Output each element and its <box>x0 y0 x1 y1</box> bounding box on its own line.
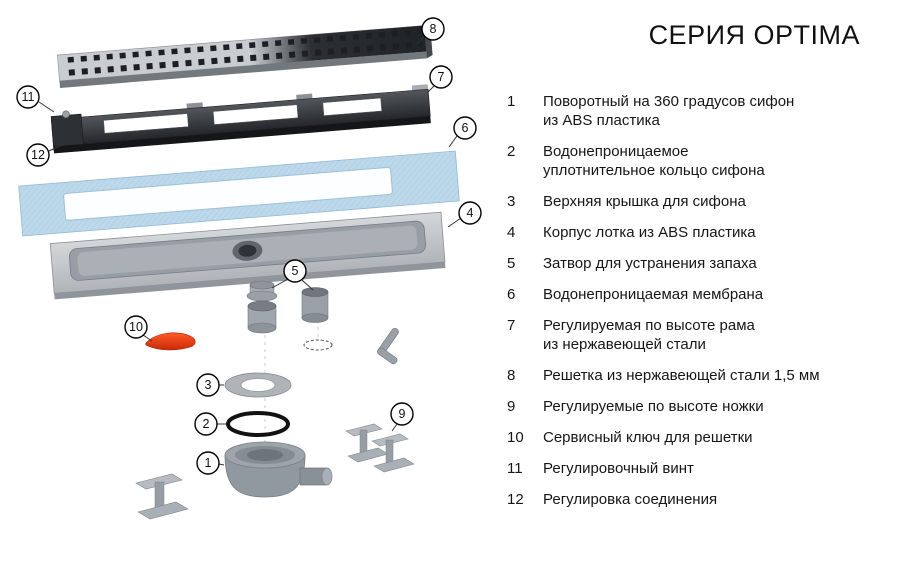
svg-text:5: 5 <box>292 264 299 278</box>
parts-list-item: 3 Верхняя крышка для сифона <box>507 192 879 211</box>
callout-3: 3 <box>196 373 220 397</box>
svg-text:4: 4 <box>467 206 474 220</box>
parts-list-item: 8 Решетка из нержавеющей стали 1,5 мм <box>507 366 879 385</box>
svg-text:1: 1 <box>205 456 212 470</box>
cover-ring-illustration <box>224 372 292 398</box>
parts-list-item: 5 Затвор для устранения запаха <box>507 254 879 273</box>
part-number: 7 <box>507 317 516 334</box>
svg-text:7: 7 <box>438 70 445 84</box>
part-number: 1 <box>507 93 516 110</box>
callout-2: 2 <box>194 412 218 436</box>
part-number: 12 <box>507 491 524 508</box>
svg-text:3: 3 <box>205 378 212 392</box>
callout-4: 4 <box>458 201 482 225</box>
part-number: 10 <box>507 429 524 446</box>
part-number: 9 <box>507 398 516 415</box>
svg-text:9: 9 <box>399 407 406 421</box>
page-title: СЕРИЯ OPTIMA <box>648 20 860 50</box>
left-foot-illustration <box>135 473 189 520</box>
part-number: 3 <box>507 193 516 210</box>
callout-11: 11 <box>16 85 40 109</box>
part-label: Корпус лотка из ABS пластика <box>543 224 756 241</box>
parts-list-item: 7 Регулируемая по высоте рама из нержаве… <box>507 316 879 354</box>
callout-7: 7 <box>429 65 453 89</box>
svg-text:8: 8 <box>430 22 437 36</box>
parts-list-item: 11 Регулировочный винт <box>507 459 879 478</box>
allen-key-illustration <box>377 327 399 365</box>
svg-text:12: 12 <box>31 148 45 162</box>
callout-9: 9 <box>390 402 414 426</box>
part-number: 8 <box>507 367 516 384</box>
part-number: 11 <box>507 460 523 477</box>
grate-illustration <box>57 25 433 88</box>
part-label: Решетка из нержавеющей стали 1,5 мм <box>543 367 820 384</box>
o-ring-illustration <box>226 411 290 437</box>
feet-illustration <box>345 423 415 473</box>
parts-list: 1 Поворотный на 360 градусов сифон из AB… <box>507 92 879 521</box>
part-label: Регулируемая по высоте рама из нержавеющ… <box>543 317 755 353</box>
part-label: Затвор для устранения запаха <box>543 255 757 272</box>
parts-list-item: 4 Корпус лотка из ABS пластика <box>507 223 879 242</box>
siphon-illustration <box>224 441 333 498</box>
guide-lines <box>264 300 319 448</box>
part-label: Регулировка соединения <box>543 491 718 508</box>
part-label: Верхняя крышка для сифона <box>543 193 746 210</box>
parts-list-item: 12 Регулировка соединения <box>507 490 879 509</box>
service-key-illustration <box>145 332 196 351</box>
membrane-illustration <box>18 150 460 237</box>
tray-illustration <box>49 211 446 300</box>
svg-text:10: 10 <box>129 320 143 334</box>
svg-text:2: 2 <box>203 417 210 431</box>
part-label: Регулируемые по высоте ножки <box>543 398 764 415</box>
part-label: Поворотный на 360 градусов сифон из ABS … <box>543 93 795 129</box>
part-label: Регулировочный винт <box>543 460 694 477</box>
part-label: Водонепроницаемое уплотнительное кольцо … <box>543 143 765 179</box>
part-number: 2 <box>507 143 516 160</box>
callout-10: 10 <box>124 315 148 339</box>
part-number: 4 <box>507 224 516 241</box>
callout-1: 1 <box>196 451 220 475</box>
callout-5: 5 <box>283 259 307 283</box>
parts-list-item: 2 Водонепроницаемое уплотнительное кольц… <box>507 142 879 180</box>
frame-illustration <box>50 84 431 154</box>
parts-list-item: 1 Поворотный на 360 градусов сифон из AB… <box>507 92 879 130</box>
part-label: Водонепроницаемая мембрана <box>543 286 764 303</box>
part-number: 5 <box>507 255 516 272</box>
svg-text:6: 6 <box>462 121 469 135</box>
odour-trap-illustration <box>246 280 333 351</box>
callout-6: 6 <box>453 116 477 140</box>
callout-8: 8 <box>421 17 445 41</box>
part-number: 6 <box>507 286 516 303</box>
part-label: Сервисный ключ для решетки <box>543 429 753 446</box>
parts-list-item: 10 Сервисный ключ для решетки <box>507 428 879 447</box>
exploded-diagram: 8 7 11 12 6 4 <box>16 17 482 520</box>
parts-list-item: 9 Регулируемые по высоте ножки <box>507 397 879 416</box>
callout-12: 12 <box>26 143 50 167</box>
svg-text:11: 11 <box>22 90 35 104</box>
parts-list-item: 6 Водонепроницаемая мембрана <box>507 285 879 304</box>
